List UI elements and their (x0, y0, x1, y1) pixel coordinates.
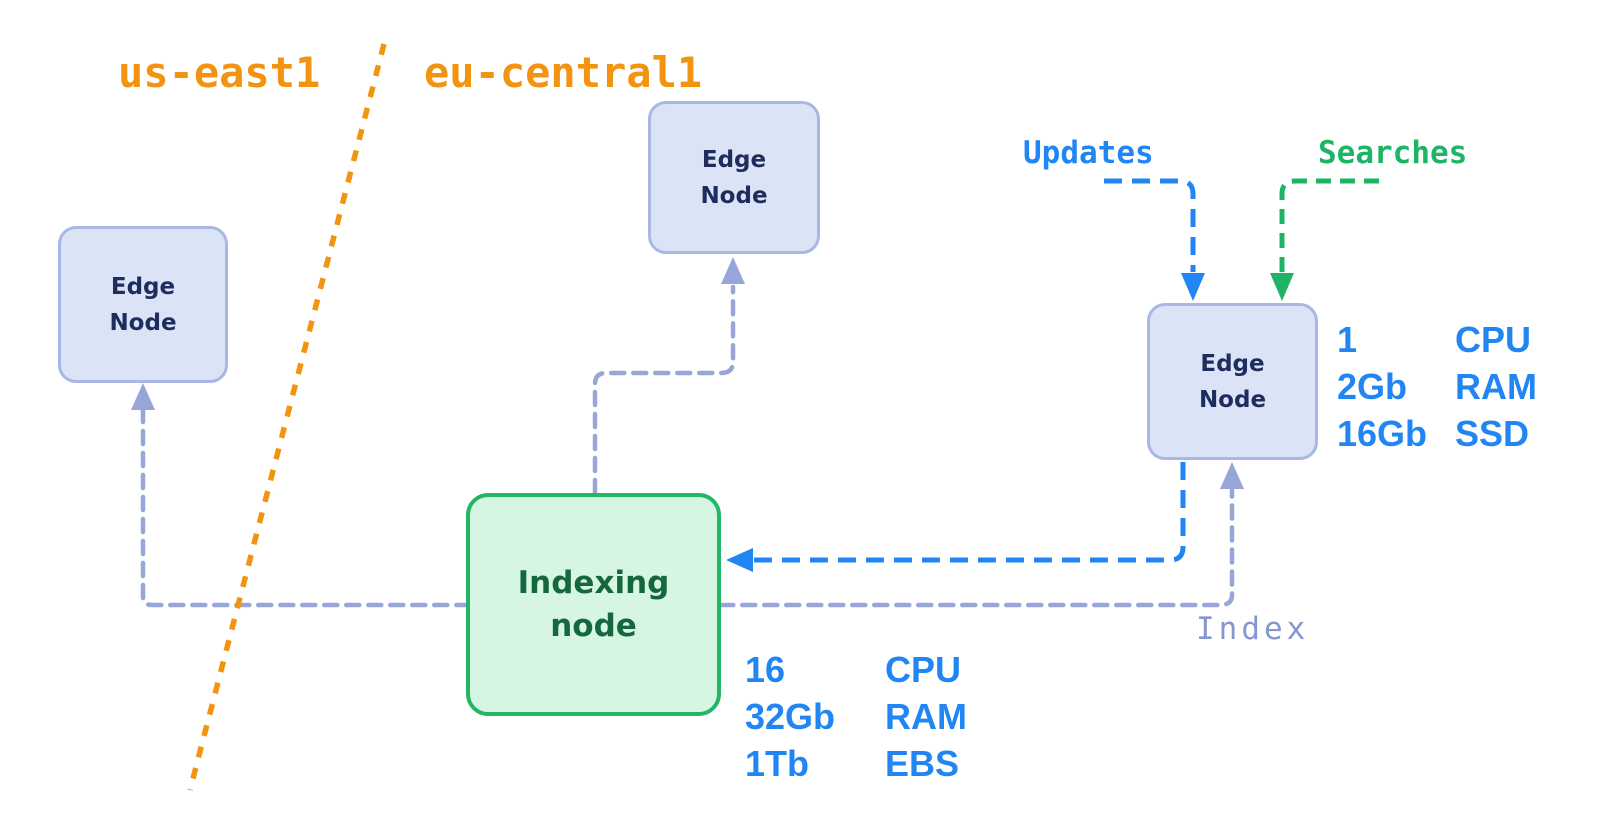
searches-arrowhead-icon (1270, 273, 1294, 301)
edge-node-label-line: Edge (110, 273, 176, 300)
spec-row-cpu: 16 CPU (745, 646, 967, 693)
indexing-node-label-line: node (550, 607, 637, 644)
spec-value: 1 (1337, 319, 1358, 360)
spec-unit: RAM (885, 696, 967, 737)
spec-unit: CPU (1455, 319, 1532, 360)
edge-node-label-line: Node (1198, 386, 1267, 413)
index-flow-line-to-eu-node (592, 284, 736, 496)
spec-row-ram: 2Gb RAM (1337, 363, 1537, 410)
indexing-node: Indexing node (466, 493, 721, 716)
indexing-node-label-line: Indexing (517, 564, 670, 601)
spec-unit: SSD (1455, 413, 1530, 454)
updates-flow-line-to-indexing (754, 462, 1186, 563)
spec-row-ssd: 16Gb SSD (1337, 410, 1537, 457)
searches-flow-line (1279, 178, 1379, 272)
updates-arrowhead-indexing-icon (726, 548, 753, 572)
spec-value: 32Gb (745, 696, 836, 737)
searches-flow-label: Searches (1318, 135, 1468, 171)
spec-row-ebs: 1Tb EBS (745, 740, 967, 787)
edge-node-label-line: Node (700, 182, 768, 209)
spec-value: 16Gb (1337, 413, 1428, 454)
edge-node-label-line: Edge (1200, 350, 1265, 377)
spec-row-cpu: 1 CPU (1337, 316, 1537, 363)
region-label-eu-central1: eu-central1 (424, 48, 703, 97)
edge-node-eu-central1: Edge Node (648, 101, 820, 254)
updates-flow-label: Updates (1023, 135, 1154, 171)
edge-node-main: Edge Node (1147, 303, 1318, 460)
region-divider-line (187, 43, 387, 791)
edge-node-us-east1: Edge Node (58, 226, 228, 383)
spec-unit: CPU (885, 649, 962, 690)
index-flow-label: Index (1196, 611, 1310, 647)
spec-unit: RAM (1455, 366, 1537, 407)
edge-node-specs: 1 CPU 2Gb RAM 16Gb SSD (1337, 316, 1537, 457)
spec-value: 16 (745, 649, 786, 690)
spec-value: 1Tb (745, 743, 810, 784)
spec-row-ram: 32Gb RAM (745, 693, 967, 740)
edge-node-label-line: Node (109, 309, 177, 336)
index-arrowhead-left-edge-node-icon (131, 383, 155, 410)
index-arrowhead-eu-edge-node-icon (721, 257, 745, 284)
region-label-us-east1: us-east1 (118, 48, 321, 97)
index-arrowhead-main-edge-node-icon (1220, 462, 1244, 489)
updates-flow-line-in (1104, 178, 1196, 272)
updates-arrowhead-in-icon (1181, 273, 1205, 301)
spec-value: 2Gb (1337, 366, 1408, 407)
indexing-node-specs: 16 CPU 32Gb RAM 1Tb EBS (745, 646, 967, 787)
spec-unit: EBS (885, 743, 960, 784)
edge-node-label-line: Edge (701, 146, 767, 173)
